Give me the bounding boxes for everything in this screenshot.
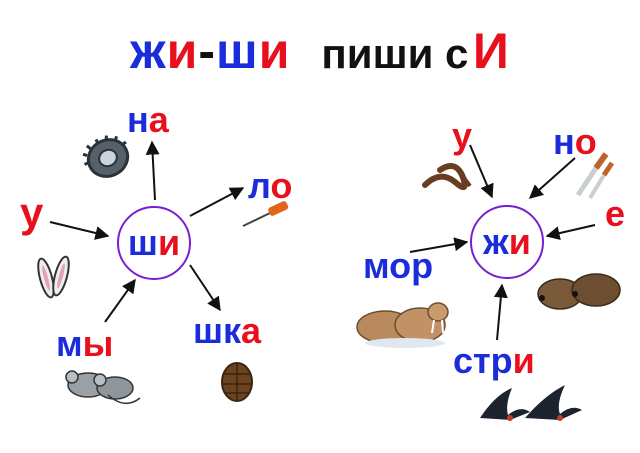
title-sh: ш [216, 23, 259, 79]
title-zh: ж [130, 23, 167, 79]
center-shi-vowel: и [157, 222, 181, 263]
arrow-u-right [469, 144, 494, 199]
label-u-left: у [20, 189, 44, 236]
label-no-vowel: о [574, 121, 597, 162]
arrow-my [104, 278, 136, 323]
label-e: е [605, 193, 626, 234]
page-title: жи-ши пиши с И [0, 22, 640, 80]
label-lo-consonant: л [248, 165, 271, 206]
arrow-na [145, 140, 160, 201]
mice-icon [65, 370, 141, 404]
center-zhi-prefix: ж [483, 221, 509, 262]
label-my-consonant: м [56, 323, 83, 364]
arrow-u-left [49, 221, 110, 240]
tire-icon [82, 135, 130, 178]
rabbit-ears-icon [37, 255, 70, 299]
title-rule: пиши с [321, 30, 469, 77]
label-stri: стри [453, 343, 535, 379]
center-zhi-vowel: и [508, 221, 531, 262]
knives-icon [575, 152, 615, 200]
label-na-vowel: а [148, 99, 169, 140]
label-lo: ло [248, 168, 292, 204]
label-shka-vowel: а [241, 310, 262, 351]
label-na-consonant: н [127, 99, 149, 140]
title-i3: И [472, 23, 510, 79]
label-no: но [553, 124, 597, 160]
arrow-no [528, 157, 576, 199]
label-lo-vowel: о [270, 165, 293, 206]
pine-cone-icon [221, 362, 253, 402]
center-shi-prefix: ш [127, 222, 158, 263]
title-i1: и [166, 23, 199, 79]
arrow-shka [189, 264, 221, 312]
swallows-icon [480, 385, 582, 421]
walruses-icon [356, 302, 449, 348]
label-u-right: у [452, 115, 473, 156]
label-stri-consonants: стр [453, 340, 513, 381]
label-shka: шка [193, 313, 261, 349]
arrow-lo [189, 187, 245, 217]
title-i2: и [258, 23, 291, 79]
arrow-mor [409, 237, 469, 253]
label-my-vowel: ы [82, 323, 114, 364]
label-my: мы [56, 326, 113, 362]
arrow-e [545, 224, 596, 241]
label-stri-vowel: и [512, 340, 535, 381]
title-dash: - [198, 23, 217, 79]
hedgehogs-icon [537, 273, 621, 310]
label-shka-consonants: шк [193, 310, 242, 351]
label-na: на [127, 102, 169, 138]
awl-icon [242, 201, 289, 227]
snake-icon [422, 163, 472, 190]
label-no-consonant: н [553, 121, 575, 162]
arrow-stri [493, 283, 508, 341]
label-mor: мор [363, 245, 434, 286]
